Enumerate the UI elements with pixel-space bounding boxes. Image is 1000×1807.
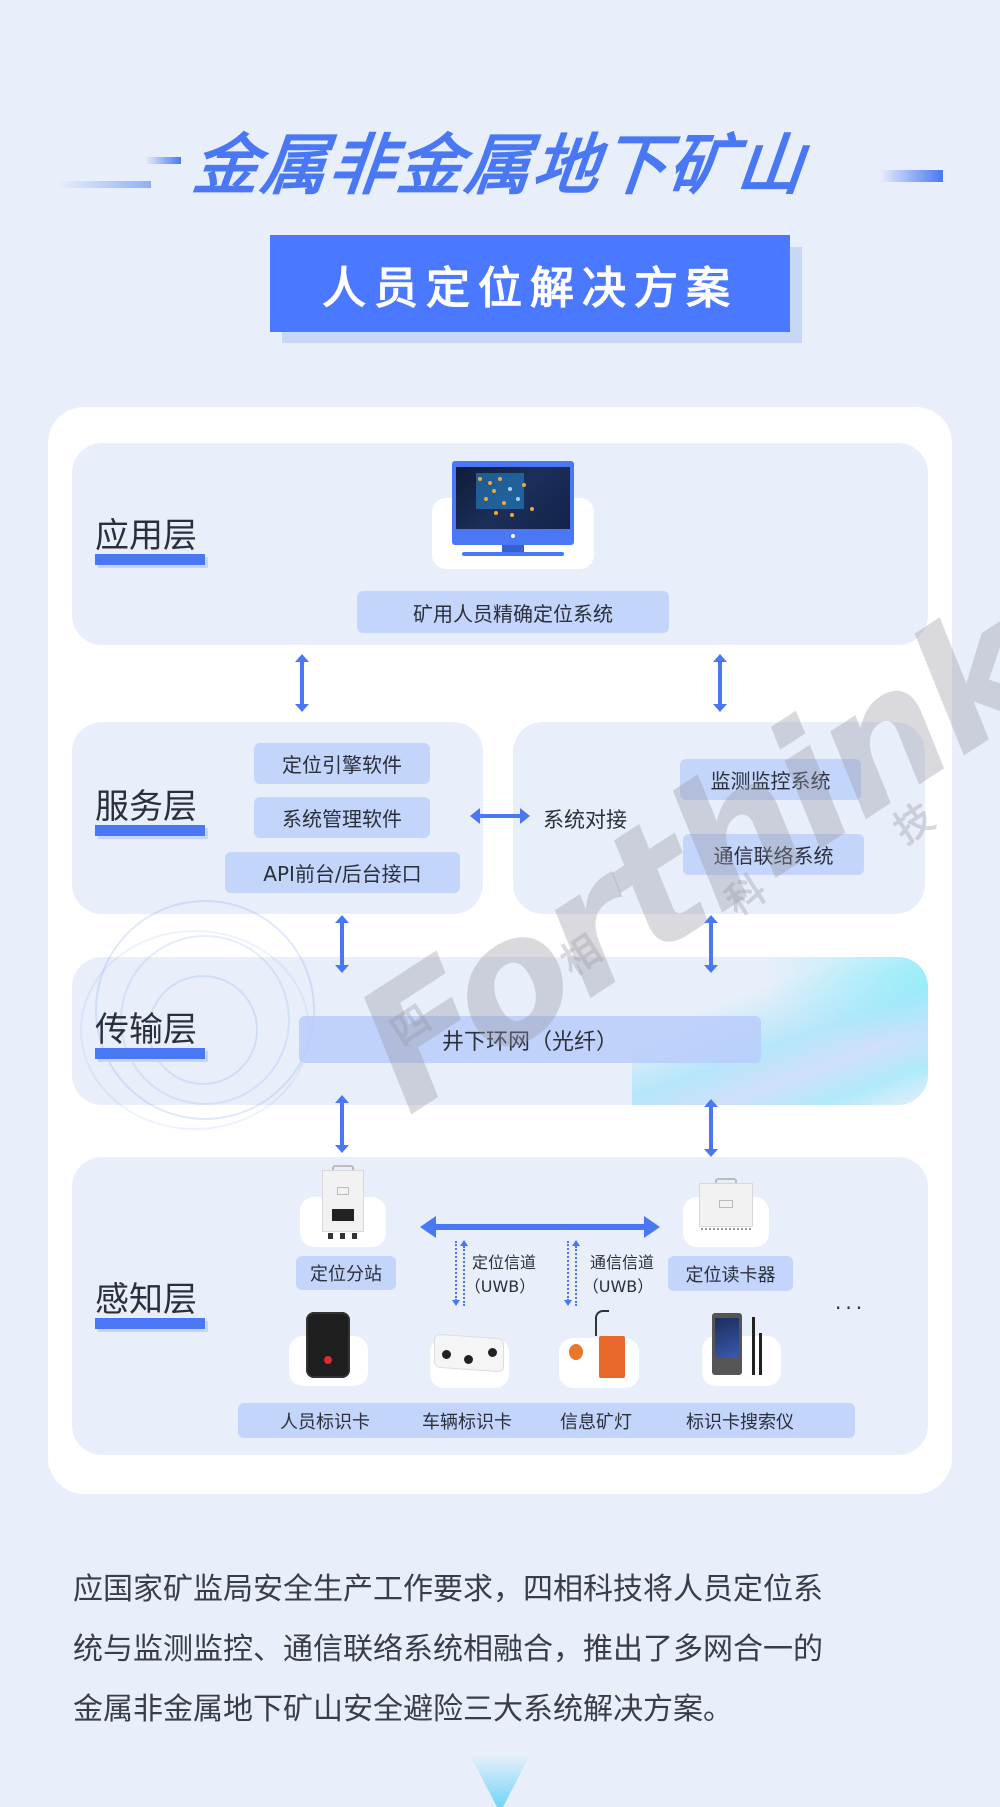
label-underline [95, 1318, 205, 1329]
positioning-engine-chip: 定位引擎软件 [254, 743, 430, 784]
vehicle-tag-label: 车辆标识卡 [422, 1411, 512, 1433]
monitor-dashboard-icon [452, 461, 574, 557]
miner-lamp-icon [565, 1310, 635, 1388]
mine-positioning-system-chip: 矿用人员精确定位系统 [357, 591, 669, 633]
underground-ring-network-chip: 井下环网（光纤） [299, 1016, 761, 1063]
system-integration-label: 系统对接 [543, 808, 627, 832]
external-systems-panel [513, 722, 925, 914]
more-items-ellipsis: ... [835, 1290, 867, 1314]
api-interface-chip: API前台/后台接口 [225, 852, 460, 893]
positioning-channel-label: 定位信道 （UWB） [464, 1253, 537, 1296]
tag-searcher-icon [712, 1313, 772, 1383]
page-title: 金属非金属地下矿山 [189, 127, 810, 204]
bidirectional-arrow-icon [713, 654, 727, 712]
bidirectional-arrow-icon [704, 915, 718, 973]
application-layer-label: 应用层 [95, 519, 205, 565]
title-decoration-line [145, 157, 181, 164]
description-paragraph: 应国家矿监局安全生产工作要求，四相科技将人员定位系 统与监测监控、通信联络系统相… [73, 1572, 823, 1727]
dashed-arrow-up-icon [575, 1246, 577, 1306]
card-reader-chip: 定位读卡器 [668, 1256, 793, 1291]
bottom-glow-decoration [470, 1755, 530, 1807]
tag-searcher-label: 标识卡搜索仪 [686, 1411, 794, 1433]
bidirectional-arrow-icon [335, 915, 349, 973]
personnel-tag-icon [306, 1312, 350, 1378]
monitoring-system-chip: 监测监控系统 [680, 759, 861, 800]
positioning-substation-icon [320, 1165, 366, 1241]
page-subtitle: 人员定位解决方案 [270, 235, 790, 332]
miner-lamp-label: 信息矿灯 [560, 1411, 632, 1433]
title-decoration-line [879, 170, 943, 182]
dashed-arrow-down-icon [455, 1241, 457, 1301]
label-underline [95, 1048, 205, 1059]
communication-system-chip: 通信联络系统 [683, 834, 864, 875]
title-decoration-line [58, 181, 151, 188]
bidirectional-arrow-icon [470, 808, 530, 824]
perception-layer-label: 感知层 [95, 1283, 205, 1329]
devices-label-bar: 人员标识卡 车辆标识卡 信息矿灯 标识卡搜索仪 [238, 1403, 855, 1438]
dashed-arrow-up-tip [460, 1240, 468, 1246]
positioning-substation-chip: 定位分站 [296, 1256, 396, 1290]
dashed-arrow-up-icon [463, 1246, 465, 1306]
system-management-chip: 系统管理软件 [254, 797, 430, 838]
label-underline [95, 554, 205, 565]
bidirectional-arrow-icon [420, 1216, 660, 1238]
label-underline [95, 825, 205, 836]
dashed-arrow-down-tip [564, 1300, 572, 1306]
service-layer-label: 服务层 [95, 790, 205, 836]
communication-channel-label: 通信信道 （UWB） [582, 1253, 655, 1296]
dashed-arrow-down-tip [452, 1300, 460, 1306]
vehicle-tag-icon [430, 1330, 510, 1378]
bidirectional-arrow-icon [295, 654, 309, 712]
personnel-tag-label: 人员标识卡 [280, 1411, 370, 1433]
bidirectional-arrow-icon [335, 1095, 349, 1153]
dashed-arrow-down-icon [567, 1241, 569, 1301]
bidirectional-arrow-icon [704, 1099, 718, 1157]
card-reader-icon [695, 1178, 757, 1234]
transport-layer-label: 传输层 [95, 1013, 205, 1059]
dashed-arrow-up-tip [572, 1240, 580, 1246]
